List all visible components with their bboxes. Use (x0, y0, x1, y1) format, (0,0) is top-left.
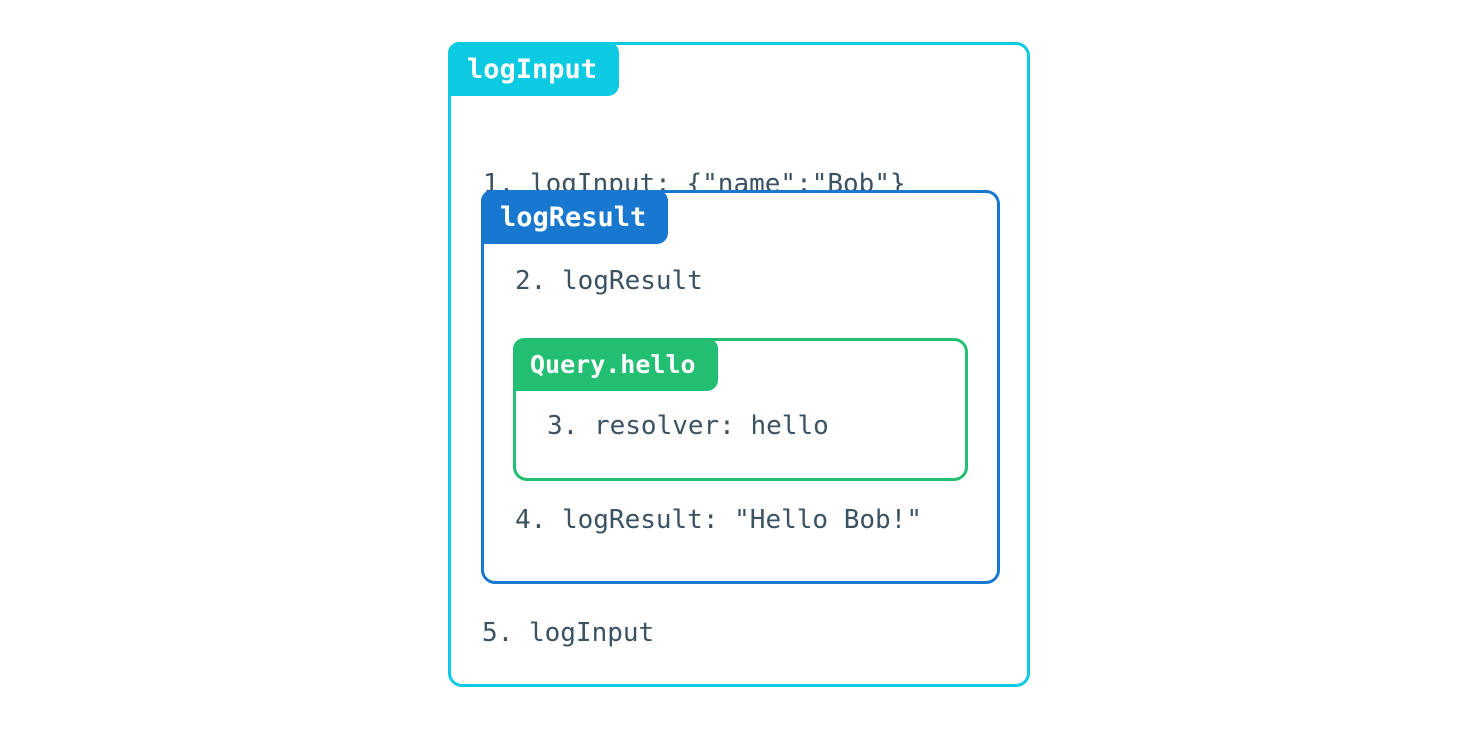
trace-line-4-logresult: 4. logResult: "Hello Bob!" (515, 505, 922, 535)
trace-line-2-logresult: 2. logResult (515, 266, 703, 296)
trace-box-loginput: logInput 1. logInput: {"name":"Bob"} log… (448, 42, 1030, 687)
trace-box-logresult: logResult 2. logResult Query.hello 3. re… (481, 190, 1000, 584)
trace-line-5-loginput: 5. logInput (482, 618, 655, 648)
trace-tab-logresult-label: logResult (481, 190, 669, 244)
trace-tab-loginput-label: logInput (448, 42, 620, 96)
trace-box-query-hello: Query.hello 3. resolver: hello (513, 338, 968, 481)
trace-line-3-resolver: 3. resolver: hello (547, 411, 829, 441)
trace-tab-query-hello-label: Query.hello (513, 338, 718, 391)
